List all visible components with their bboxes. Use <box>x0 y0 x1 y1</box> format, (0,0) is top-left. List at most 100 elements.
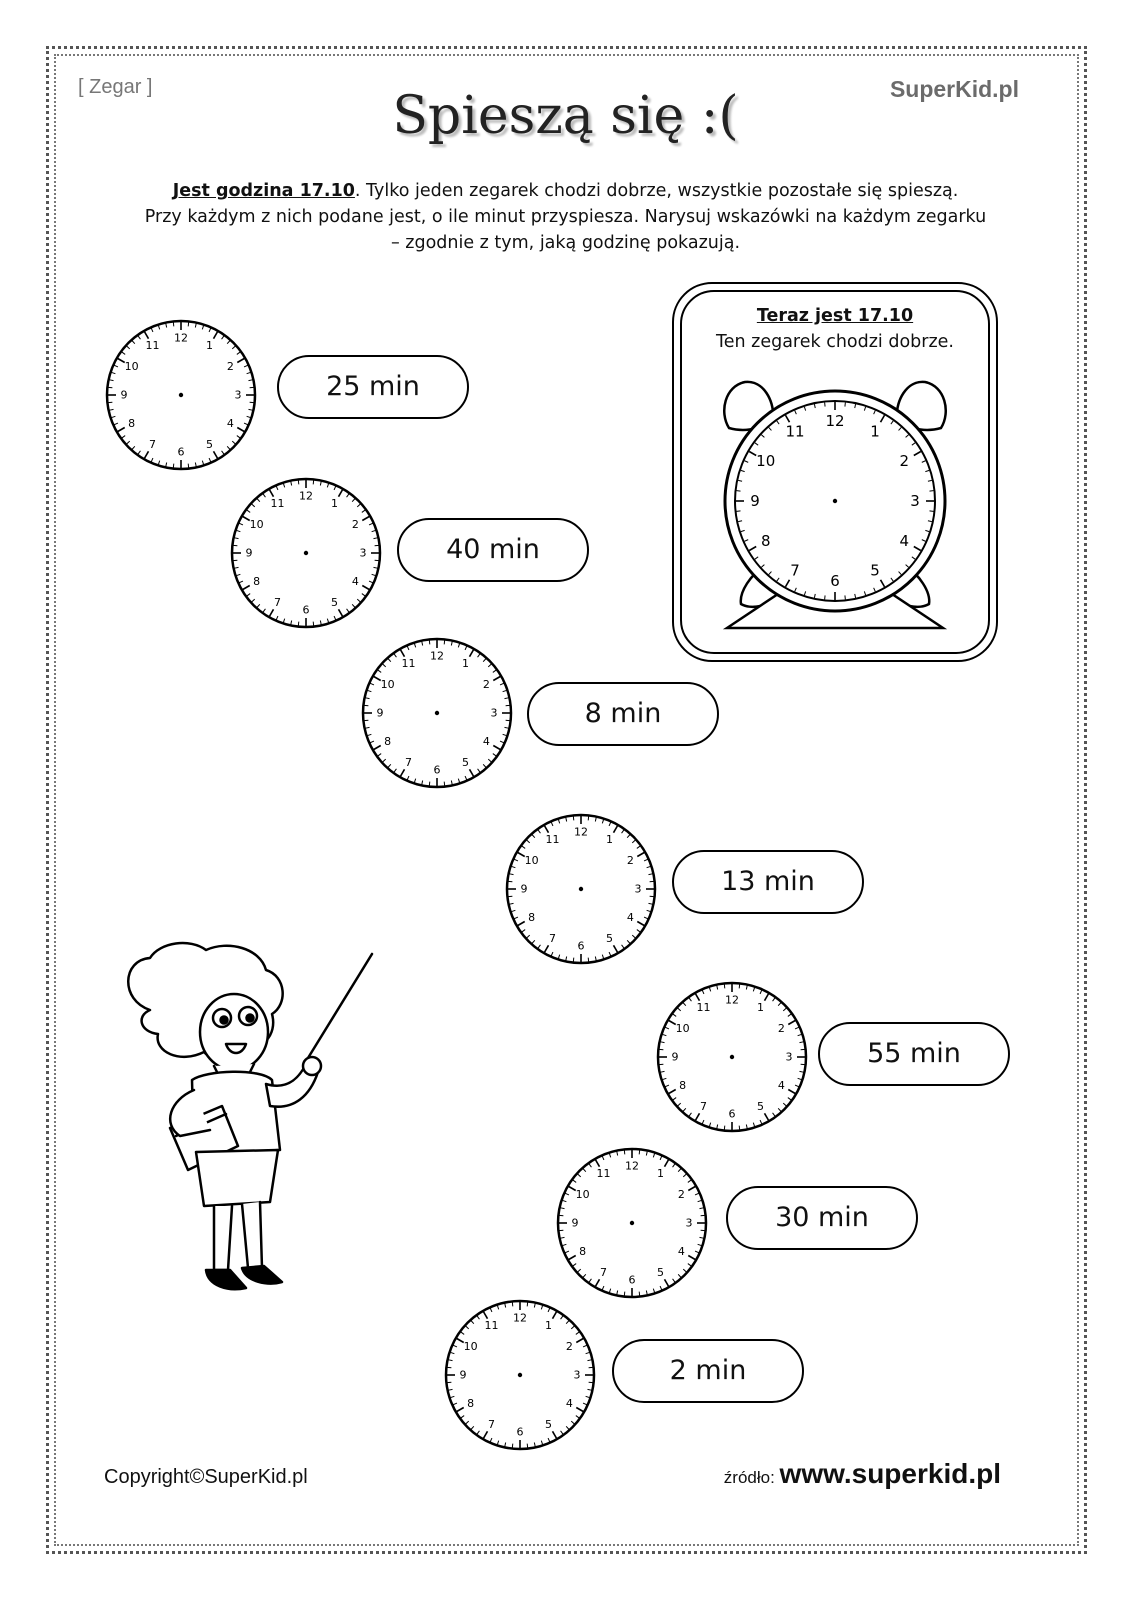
hour-tick <box>694 1112 701 1121</box>
minute-tick <box>659 1156 663 1161</box>
clock-number: 9 <box>672 1051 679 1064</box>
clock-number: 10 <box>756 452 775 470</box>
minute-tick <box>502 733 507 737</box>
clock-center-dot <box>178 392 184 398</box>
minute-tick <box>236 573 241 577</box>
minute-tick <box>626 834 631 839</box>
minute-tick <box>672 1097 677 1101</box>
minute-tick <box>550 951 554 956</box>
clock-number: 10 <box>125 360 139 373</box>
hour-tick <box>492 675 501 682</box>
minute-tick <box>659 1285 663 1290</box>
minute-tick <box>797 1033 802 1037</box>
correct-time-box <box>672 282 998 662</box>
clock-number: 7 <box>600 1266 607 1279</box>
hour-tick <box>594 1278 601 1287</box>
minute-tick <box>777 1107 782 1112</box>
minute-tick <box>813 404 816 409</box>
minute-tick <box>582 1402 587 1406</box>
source-url[interactable]: www.superkid.pl <box>779 1458 1001 1489</box>
hour-tick <box>787 1088 796 1095</box>
minute-tick <box>114 422 119 426</box>
instructions: Jest godzina 17.10. Tylko jeden zegarek … <box>110 178 1021 256</box>
hour-tick <box>551 1430 558 1439</box>
minute-tick <box>246 371 251 375</box>
minute-tick <box>708 1122 712 1127</box>
minute-tick <box>540 1440 544 1445</box>
clock-number: 1 <box>757 1001 764 1014</box>
clock-number: 1 <box>606 833 613 846</box>
hour-tick <box>482 1311 489 1320</box>
minute-tick <box>672 1013 677 1017</box>
minute-tick <box>682 1173 687 1178</box>
minute-tick <box>621 944 625 949</box>
hour-tick <box>517 851 526 858</box>
hour-tick <box>575 1406 584 1413</box>
hour-tick <box>913 450 922 457</box>
minute-tick <box>572 1179 577 1183</box>
minute-tick <box>499 682 504 686</box>
minute-tick <box>243 364 248 368</box>
minute-tick <box>547 1308 551 1313</box>
hour-tick <box>612 944 619 953</box>
clock-number: 9 <box>246 547 253 560</box>
minute-tick <box>509 902 514 905</box>
clock-number: 3 <box>686 1217 693 1230</box>
minute-tick <box>565 1192 570 1196</box>
minute-tick <box>382 663 387 668</box>
clock-number: 3 <box>635 883 642 896</box>
minute-tick <box>699 1236 704 1239</box>
clock-number: 10 <box>250 518 264 531</box>
minute-tick <box>489 1437 493 1442</box>
hour-tick <box>268 608 275 617</box>
hour-tick <box>361 584 370 591</box>
clock-number: 12 <box>725 994 739 1007</box>
hour-tick <box>612 825 619 834</box>
clock-number: 11 <box>402 657 416 670</box>
minute-tick <box>450 1395 455 1399</box>
clock-center-dot <box>517 1372 523 1378</box>
minute-tick <box>587 1388 592 1391</box>
minute-tick <box>677 1102 682 1107</box>
hour-tick <box>117 357 126 364</box>
minute-tick <box>905 434 909 438</box>
minute-tick <box>803 591 807 596</box>
minute-tick <box>448 1359 453 1362</box>
hour-tick <box>212 450 219 459</box>
time-offset-pill-2: 40 min <box>397 518 589 582</box>
clock-number: 9 <box>572 1217 579 1230</box>
minute-tick <box>448 1388 453 1391</box>
minute-tick <box>565 1250 570 1254</box>
hour-tick <box>748 450 757 457</box>
hour-tick <box>268 489 275 498</box>
clock-number: 3 <box>360 547 367 560</box>
clock-number: 5 <box>206 438 213 451</box>
source-credit: źródło: www.superkid.pl <box>724 1458 1001 1490</box>
minute-tick <box>697 1199 702 1203</box>
clock-number: 5 <box>870 561 880 579</box>
hour-tick <box>763 1112 770 1121</box>
minute-tick <box>504 726 509 729</box>
minute-tick <box>236 435 241 439</box>
minute-tick <box>387 658 392 663</box>
minute-tick <box>282 618 286 623</box>
minute-tick <box>777 1002 782 1007</box>
minute-tick <box>450 641 453 646</box>
clock-number: 2 <box>678 1188 685 1201</box>
minute-tick <box>465 1420 470 1425</box>
minute-tick <box>665 1084 670 1088</box>
hour-tick <box>543 944 550 953</box>
minute-tick <box>645 1290 648 1295</box>
minute-tick <box>521 929 526 933</box>
minute-tick <box>351 603 356 608</box>
clock-number: 6 <box>729 1108 736 1121</box>
minute-tick <box>560 1236 565 1239</box>
minute-tick <box>585 1395 590 1399</box>
